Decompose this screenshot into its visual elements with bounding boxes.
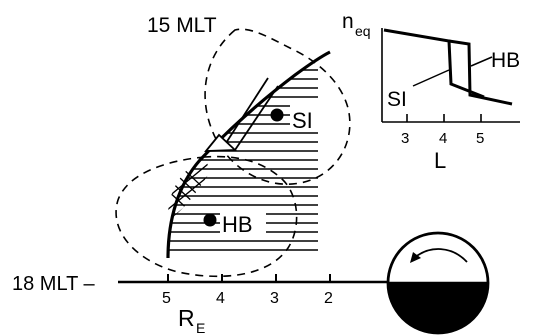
hb-label: HB xyxy=(222,212,253,237)
si-dashed-region xyxy=(204,28,351,185)
hb-dashed-region xyxy=(115,155,298,278)
x-tick-label: 3 xyxy=(270,290,279,307)
x-tick-label: 2 xyxy=(324,290,333,307)
inset-y-label-subscript: eq xyxy=(355,23,371,39)
inset-x-tick-label: 3 xyxy=(401,130,409,147)
inset-x-tick-label: 5 xyxy=(476,130,484,147)
cross-hatched-region xyxy=(168,156,210,218)
x-axis-label-subscript: E xyxy=(196,320,205,335)
inset-si-curve xyxy=(383,28,485,99)
boundary-curve xyxy=(166,50,331,259)
flow-arrow xyxy=(204,77,279,152)
x-axis-ticks xyxy=(167,274,331,282)
hb-dot xyxy=(203,213,217,227)
top-mlt-label: 15 MLT xyxy=(147,14,217,37)
inset-hb-curve xyxy=(448,39,513,106)
inset-x-tick-label: 4 xyxy=(439,130,447,147)
inset-hb-label: HB xyxy=(491,49,520,72)
si-label: SI xyxy=(292,108,313,133)
inset-x-label: L xyxy=(434,148,446,173)
inset-si-label: SI xyxy=(387,88,407,111)
x-tick-label: 5 xyxy=(162,290,171,307)
x-axis-label: R xyxy=(178,305,195,331)
inset-plot: SI HB n eq 3 4 5 L xyxy=(342,10,520,173)
x-tick-label: 4 xyxy=(216,290,225,307)
inset-y-label: n xyxy=(342,10,354,33)
bottom-mlt-label: 18 MLT – xyxy=(12,273,96,295)
earth-symbol xyxy=(386,231,490,335)
si-dot xyxy=(270,108,284,122)
